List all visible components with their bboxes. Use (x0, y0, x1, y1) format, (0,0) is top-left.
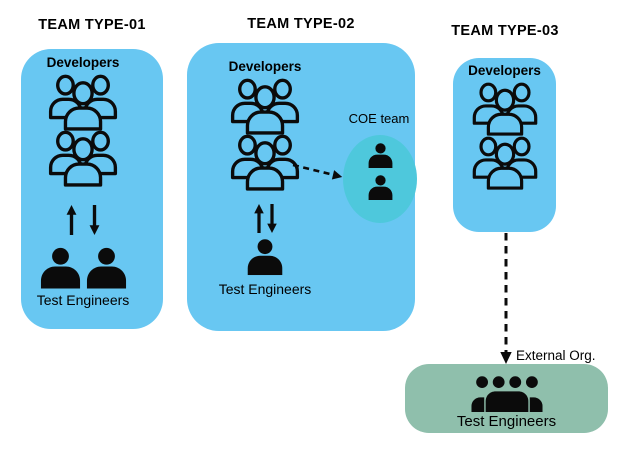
person-icon (85, 247, 128, 289)
team1-title: TEAM TYPE-01 (38, 17, 146, 33)
coe-team-label: COE team (348, 111, 410, 126)
up-arrow-icon (65, 205, 78, 235)
team2-content: Developers Test Engineers (199, 43, 331, 297)
team1-developers-label: Developers (46, 55, 120, 70)
developers-group-icon (225, 77, 305, 135)
developers-group-icon (466, 135, 544, 190)
test-engineers-pair-icon (39, 247, 128, 289)
external-org-label: External Org. (516, 348, 596, 363)
test-engineer-person-icon (246, 237, 284, 277)
down-arrow-icon (88, 205, 101, 235)
developers-group-icon (43, 73, 123, 131)
team1-content: Developers Test Engineers (21, 49, 145, 308)
developers-group-icon (466, 81, 544, 136)
dashed-right-arrow-icon (292, 163, 343, 180)
external-org-box: Test Engineers (405, 364, 608, 433)
team2-panel: Developers Test Engineers COE team (187, 43, 417, 331)
team3-developers-label: Developers (468, 63, 541, 78)
team2-title: TEAM TYPE-02 (247, 16, 355, 32)
team2-test-engineers-label: Test Engineers (218, 281, 312, 297)
person-icon (39, 247, 82, 289)
team2-developers-label: Developers (228, 59, 302, 74)
person-icon (367, 175, 394, 200)
coe-team-ellipse (343, 135, 417, 223)
team3-title: TEAM TYPE-03 (451, 23, 559, 39)
team1-test-engineers-label: Test Engineers (36, 292, 130, 308)
team3-panel: Developers (453, 58, 556, 232)
up-down-arrows-icon (65, 205, 101, 235)
up-arrow-icon (253, 204, 265, 233)
external-test-engineers-label: Test Engineers (456, 413, 557, 430)
team3-content: Developers (453, 58, 556, 190)
down-arrow-icon (266, 204, 278, 233)
dashed-down-arrow-icon (500, 233, 512, 364)
team1-panel: Developers Test Engineers (21, 49, 163, 329)
developers-group-icon (43, 129, 123, 187)
person-icon (367, 143, 394, 168)
people-row-icon (458, 375, 556, 412)
up-down-arrows-icon (253, 204, 278, 233)
